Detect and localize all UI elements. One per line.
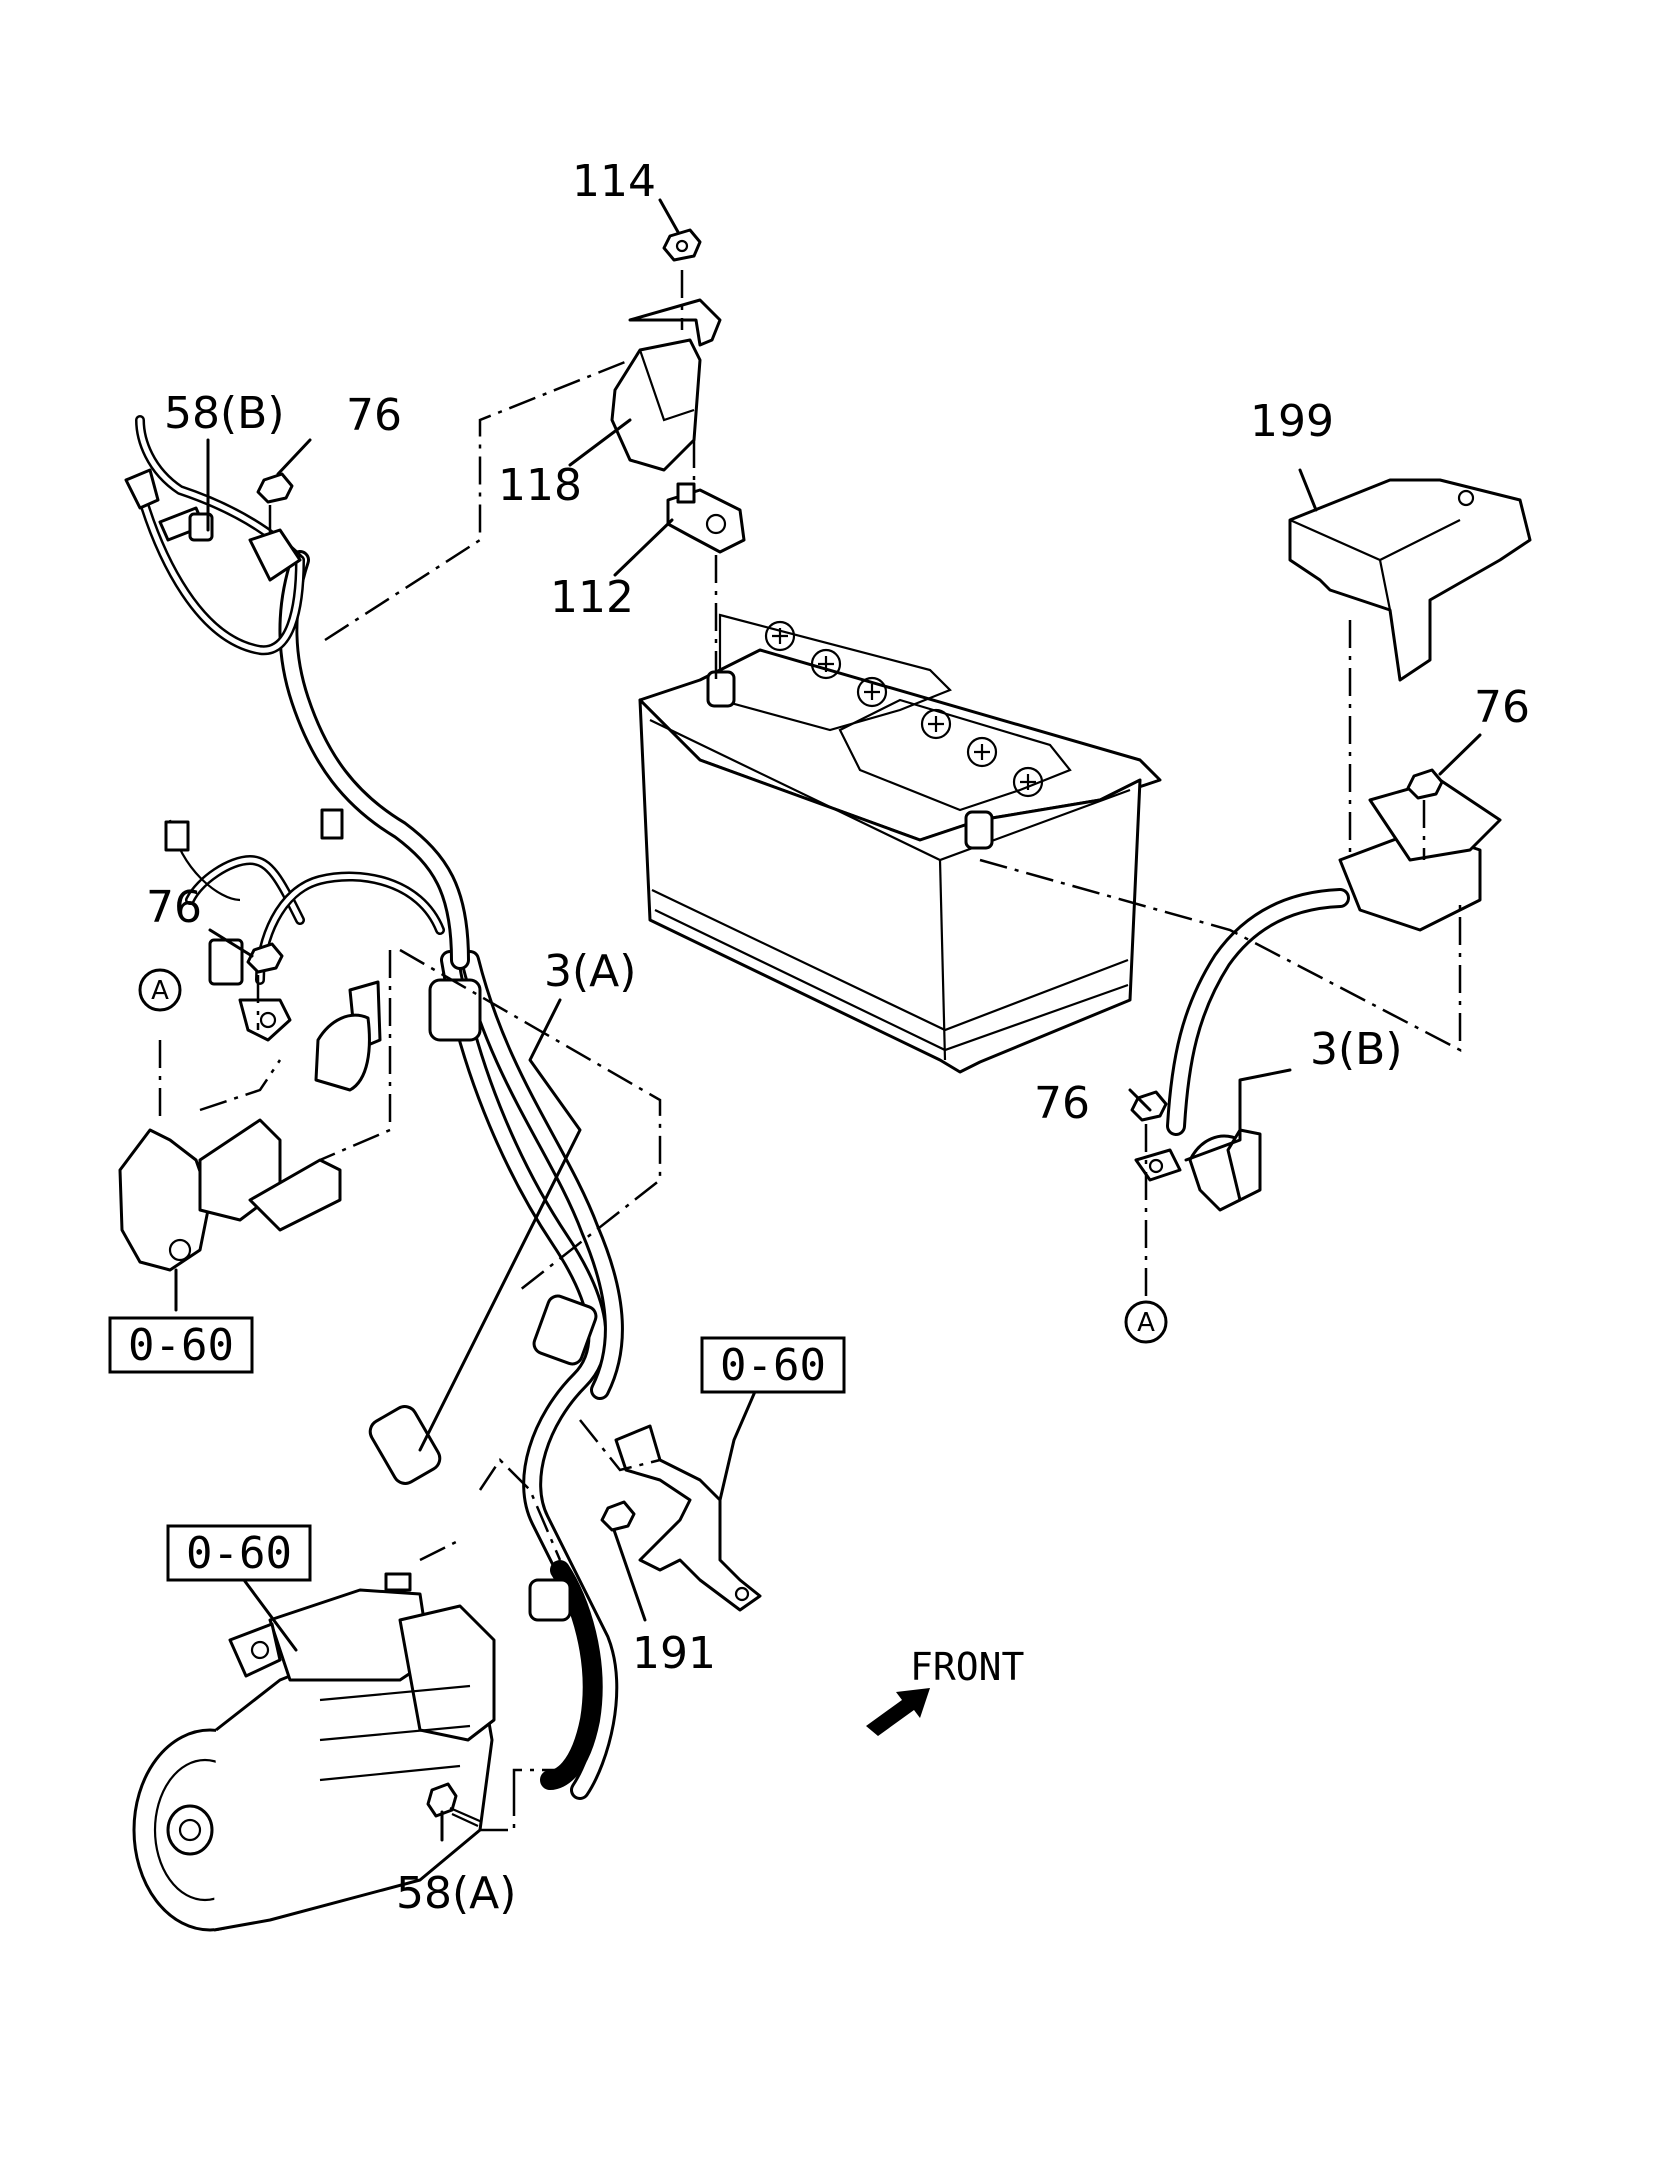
ref-box-bottom-label: 0-60	[186, 1528, 292, 1579]
circle-marker-left: A	[138, 968, 182, 1012]
circle-marker-left-label: A	[151, 976, 169, 1006]
callout-118: 118	[498, 460, 582, 511]
bracket	[614, 1424, 762, 1612]
nut-191	[600, 1500, 636, 1532]
bolt-58a	[426, 1782, 483, 1827]
callout-3a: 3(A)	[544, 946, 636, 997]
ref-box-left: 0-60	[108, 1316, 254, 1374]
nut-76-right	[1406, 768, 1444, 800]
negative-terminal	[706, 670, 736, 708]
callout-pointers	[174, 198, 1482, 1842]
circle-marker-right-label: A	[1137, 1308, 1155, 1338]
ref-box-left-label: 0-60	[128, 1320, 234, 1371]
terminal-cover-199	[1288, 478, 1532, 682]
fuse-box-118	[610, 298, 722, 472]
ref-box-bottom: 0-60	[166, 1524, 312, 1582]
ground-cable-58b	[124, 468, 305, 656]
callout-76-left: 76	[146, 882, 202, 933]
leader-lines	[158, 270, 1462, 1832]
nut-76-left	[246, 942, 284, 974]
front-arrow-icon	[866, 1688, 930, 1736]
callout-76-mid: 76	[1034, 1078, 1090, 1129]
callout-191: 191	[632, 1628, 716, 1679]
callout-76-top: 76	[346, 390, 402, 441]
positive-cable-3b	[1134, 778, 1502, 1212]
callout-112: 112	[550, 572, 634, 623]
cell-caps	[764, 620, 1044, 798]
callout-114: 114	[572, 156, 656, 207]
nut-114	[662, 228, 702, 262]
harness-3a	[135, 415, 624, 1800]
callout-58a: 58(A)	[396, 1868, 516, 1919]
terminal-clamp-112	[666, 482, 746, 554]
circle-marker-right: A	[1124, 1300, 1168, 1344]
relay-unit	[118, 998, 342, 1272]
callout-199: 199	[1250, 396, 1334, 447]
nut-76-top	[256, 472, 294, 504]
ref-box-middle-label: 0-60	[720, 1340, 826, 1391]
callout-3b: 3(B)	[1310, 1024, 1403, 1075]
ref-box-middle: 0-60	[700, 1336, 846, 1394]
front-label: FRONT	[910, 1645, 1024, 1689]
battery	[638, 613, 1162, 1074]
positive-terminal	[964, 810, 994, 850]
callout-58b: 58(B)	[164, 388, 285, 439]
starter-motor	[132, 1572, 496, 1932]
callout-76-right: 76	[1474, 682, 1530, 733]
